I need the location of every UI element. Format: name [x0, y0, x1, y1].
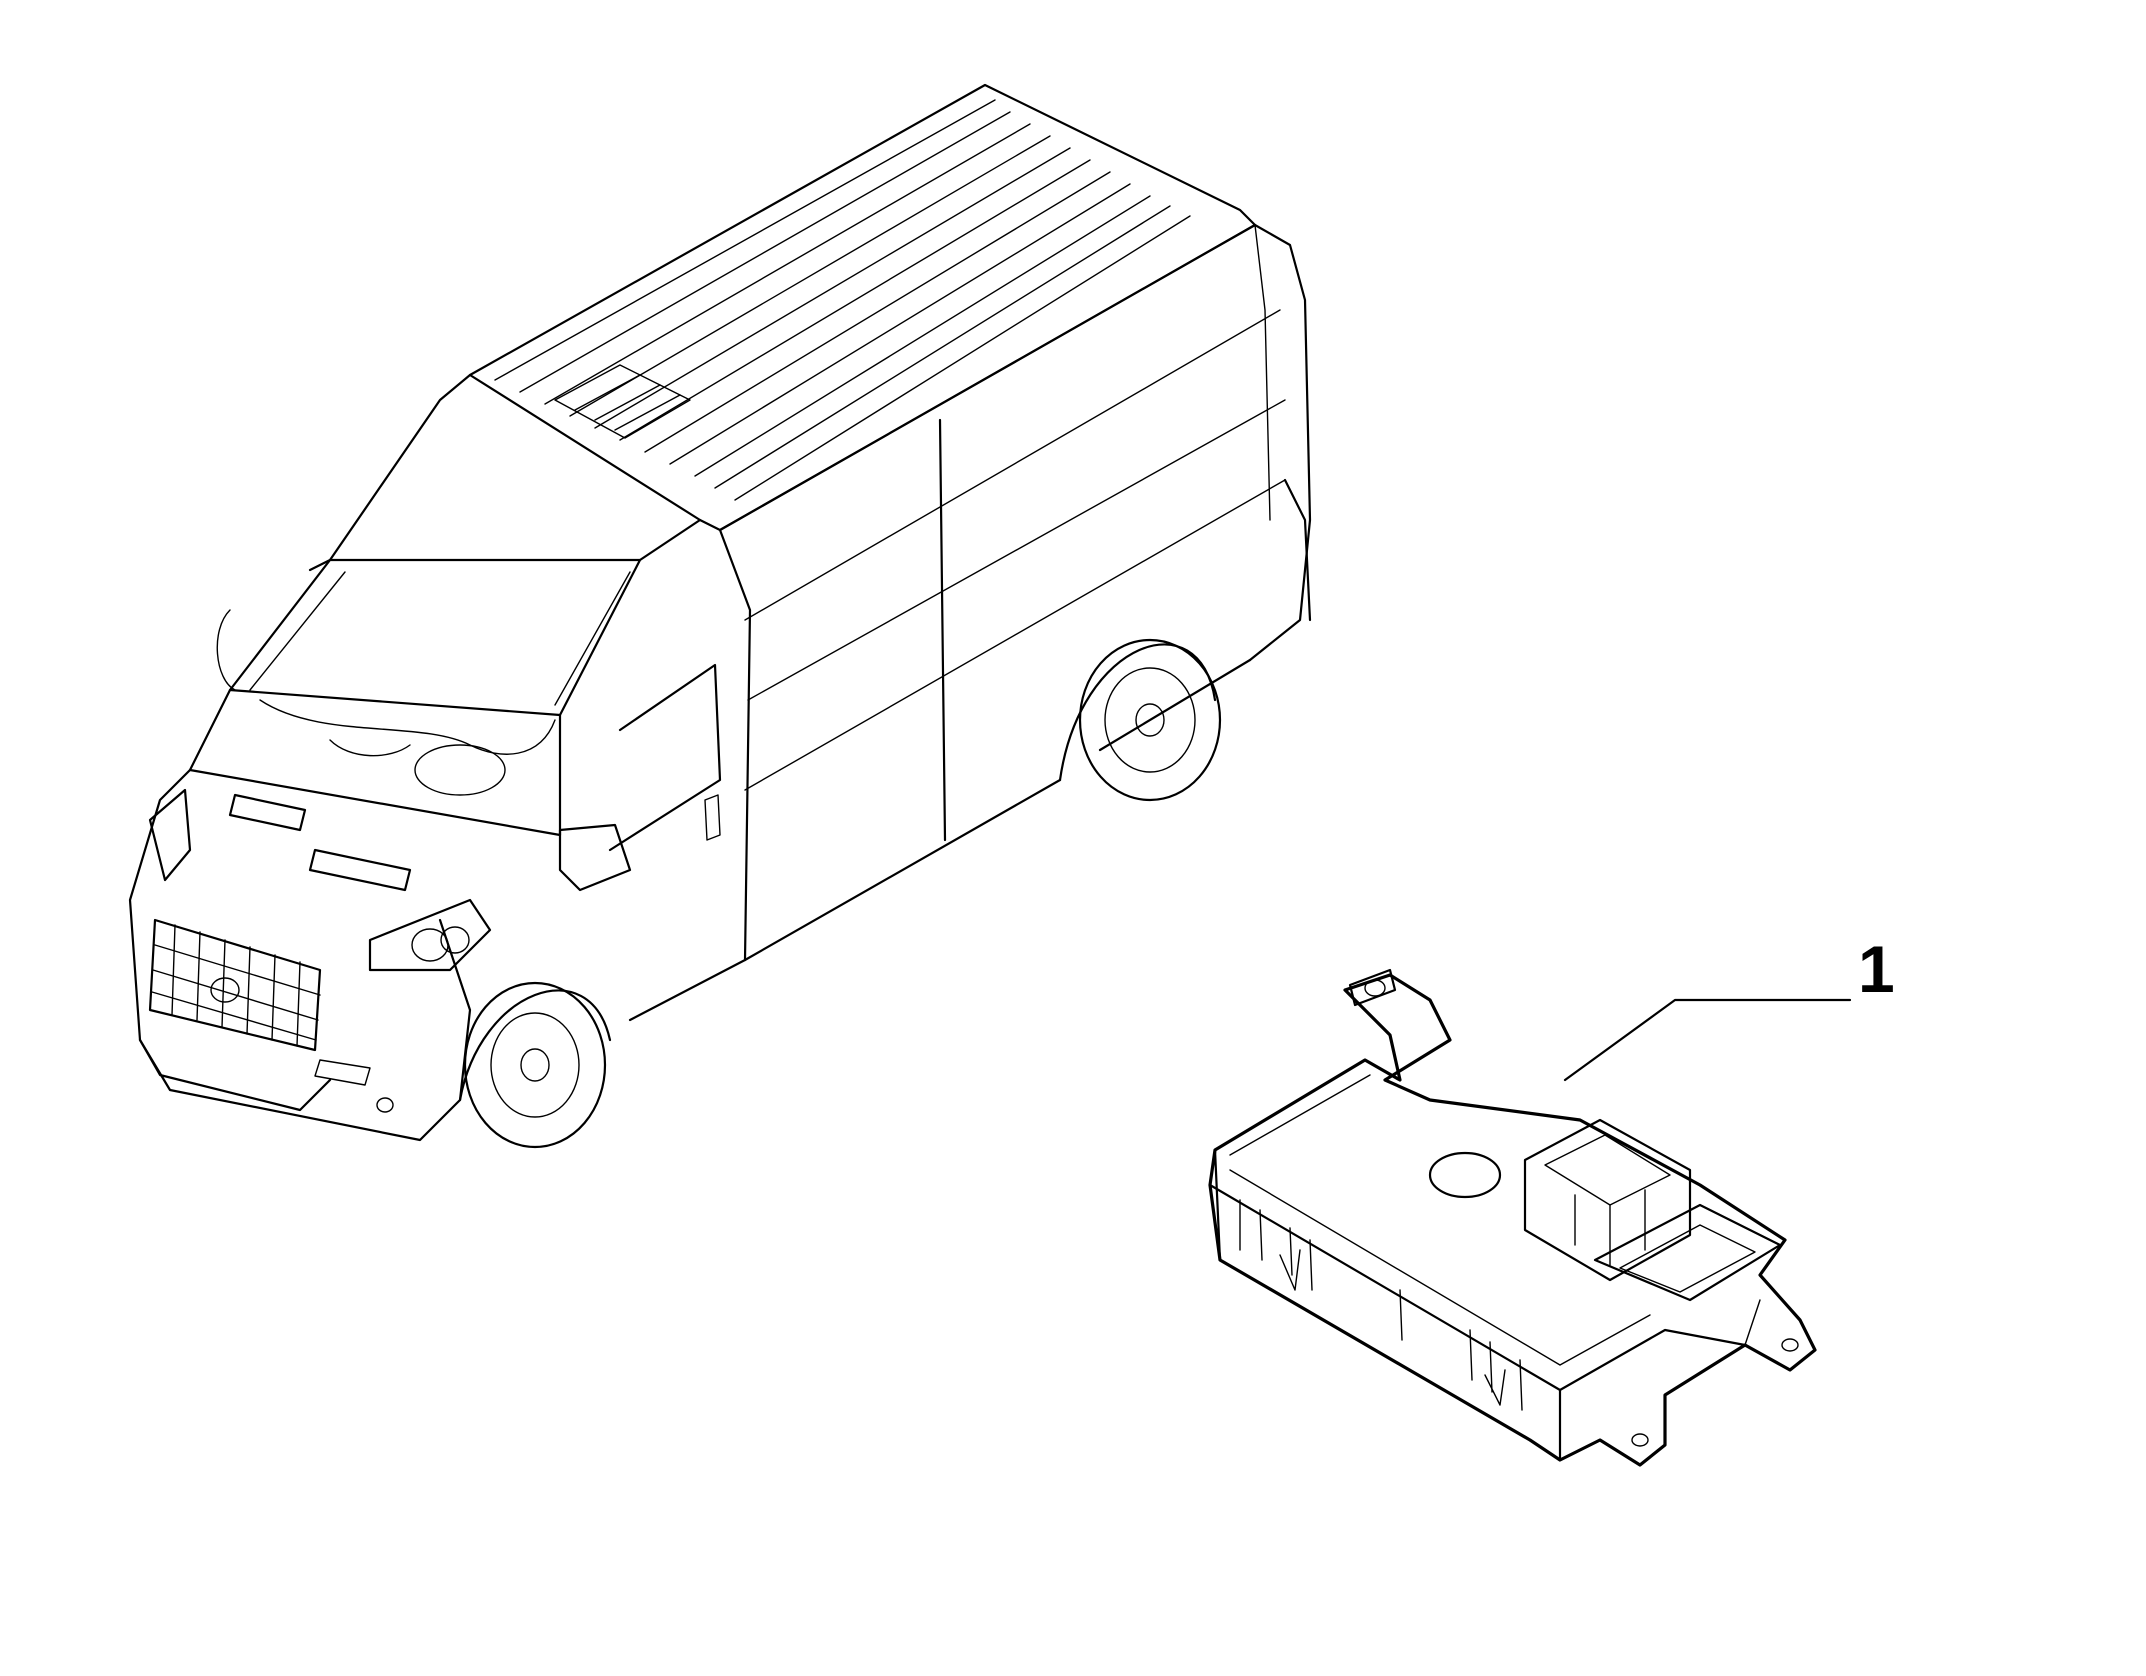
- control-module-illustration: [1208, 968, 1817, 1467]
- callout-number: 1: [1858, 932, 1895, 1006]
- van-illustration: [128, 83, 1312, 1149]
- callout-leader-line: [1563, 998, 1852, 1082]
